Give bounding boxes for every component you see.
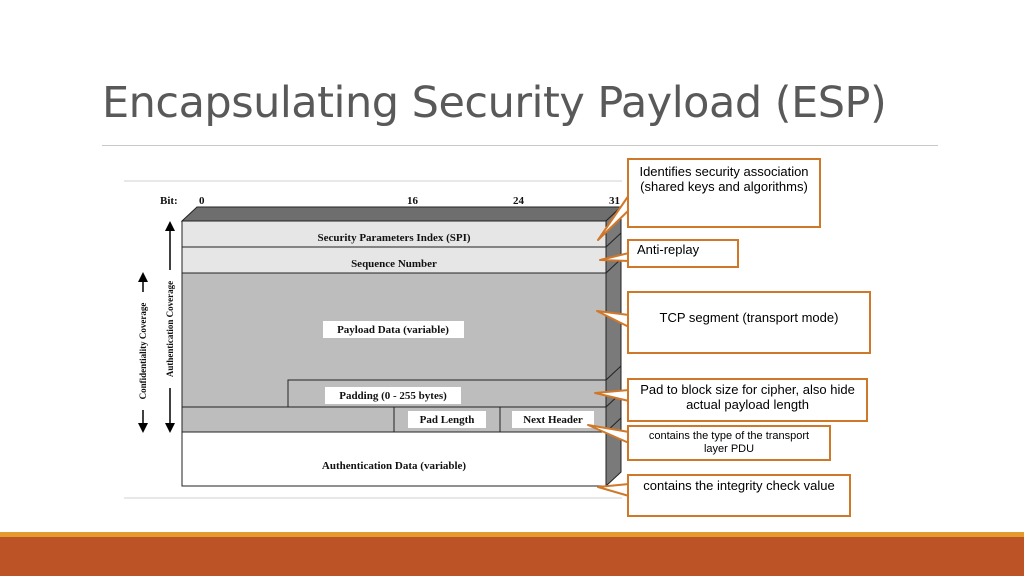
- pad-length-label: Pad Length: [420, 414, 475, 426]
- next-header-callout-text: contains the type of the transport layer…: [648, 430, 810, 455]
- confidentiality-coverage-label: Confidentiality Coverage: [138, 303, 148, 400]
- next-header-label: Next Header: [523, 414, 583, 426]
- bit-position-24: 24: [513, 195, 525, 207]
- sequence-number-label: Sequence Number: [351, 258, 437, 270]
- integrity-callout-text: contains the integrity check value: [643, 478, 835, 493]
- integrity-callout: contains the integrity check value: [627, 474, 851, 517]
- authentication-data-field: [181, 431, 607, 487]
- anti-replay-callout: Anti-replay: [627, 239, 739, 268]
- spi-label: Security Parameters Index (SPI): [317, 232, 470, 244]
- anti-replay-callout-text: Anti-replay: [637, 242, 700, 257]
- integrity-callout-pointer: [597, 483, 630, 497]
- footer-band: [0, 537, 1024, 576]
- padding-boundary: [182, 379, 606, 408]
- spi-callout-text: Identifies security association (shared …: [639, 164, 809, 194]
- padding-label: Padding (0 - 255 bytes): [339, 390, 447, 402]
- payload-region: [181, 272, 607, 433]
- padding-callout-text: Pad to block size for cipher, also hide …: [640, 382, 855, 412]
- payload-callout-text: TCP segment (transport mode): [659, 310, 839, 325]
- footer-accent-line: [0, 532, 1024, 537]
- spi-field: [181, 220, 607, 248]
- payload-callout: TCP segment (transport mode): [627, 291, 871, 354]
- packet-side-face: [605, 205, 622, 488]
- bit-position-16: 16: [407, 195, 419, 207]
- padding-callout: Pad to block size for cipher, also hide …: [627, 378, 868, 422]
- title-divider: [102, 145, 938, 146]
- next-header-callout: contains the type of the transport layer…: [627, 425, 831, 461]
- spi-callout: Identifies security association (shared …: [627, 158, 821, 228]
- payload-label: Payload Data (variable): [337, 324, 449, 336]
- bit-label: Bit:: [160, 195, 178, 207]
- authentication-coverage-label: Authentication Coverage: [165, 281, 175, 377]
- packet-top-face: [180, 206, 623, 222]
- slide-title: Encapsulating Security Payload (ESP): [102, 78, 887, 128]
- bit-position-0: 0: [199, 195, 205, 207]
- bit-position-31: 31: [609, 195, 620, 207]
- authentication-data-label: Authentication Data (variable): [322, 460, 467, 472]
